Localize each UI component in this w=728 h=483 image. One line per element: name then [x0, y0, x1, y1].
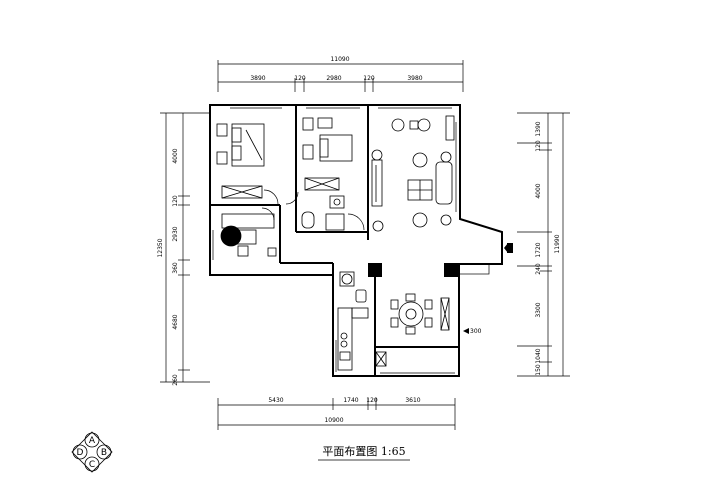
abcd-seal-logo: A B C D: [71, 431, 113, 473]
wardrobe: [221, 185, 263, 199]
desk: [302, 117, 314, 131]
shower: [325, 213, 345, 231]
bottom-dim-3: 120: [366, 397, 378, 404]
toilet: [301, 211, 315, 229]
armchair: [391, 118, 405, 132]
wardrobe-2: [304, 177, 340, 191]
drawing-title: 平面布置图 1:65: [322, 445, 405, 458]
right-dim-5: 240: [535, 263, 542, 275]
left-dim-4: 360: [172, 262, 179, 274]
left-dim-3: 2930: [172, 226, 179, 241]
right-dim-3: 4000: [535, 183, 542, 198]
master-bedroom: [216, 123, 279, 205]
left-dim-5: 4680: [172, 314, 179, 329]
right-dim-2: 120: [535, 140, 542, 152]
right-dimension-chain: [517, 112, 570, 377]
second-bedroom: [285, 117, 353, 205]
double-bed: [231, 123, 265, 167]
top-dimension-chain: [217, 60, 464, 92]
plant: [371, 149, 383, 161]
nightstand: [216, 123, 228, 137]
bathroom: [301, 195, 384, 232]
bottom-dim-2: 1740: [343, 397, 358, 404]
washbasin: [329, 195, 345, 209]
right-dim-6: 3300: [535, 302, 542, 317]
top-dim-4: 120: [363, 75, 375, 82]
bottom-dim-1: 5430: [268, 397, 283, 404]
sideboard: [440, 297, 450, 331]
bottom-dimension-chain: [217, 398, 456, 430]
elevation-label: 300: [470, 328, 482, 335]
right-dim-1: 1390: [535, 121, 542, 136]
svg-text:C: C: [89, 460, 95, 470]
top-dim-3: 2980: [326, 75, 341, 82]
right-total-dimension: 11990: [554, 234, 561, 253]
living-room: [371, 115, 455, 228]
sofa: [435, 161, 453, 205]
dining-area: [339, 271, 450, 335]
svg-text:A: A: [89, 436, 96, 446]
right-dim-8: 150: [535, 364, 542, 376]
windows: [212, 107, 457, 374]
round-table: [220, 225, 242, 247]
left-dim-6: 260: [172, 374, 179, 386]
left-dim-2: 120: [172, 195, 179, 207]
svg-text:B: B: [101, 448, 107, 458]
right-dim-4: 1720: [535, 242, 542, 257]
exterior-walls: [209, 104, 503, 377]
left-dim-1: 4000: [172, 148, 179, 163]
elevation-marker: [463, 328, 469, 334]
left-total-dimension: 12350: [157, 238, 164, 257]
kitchen-counter: [337, 307, 353, 371]
bookshelf: [221, 213, 275, 229]
top-dim-1: 3890: [250, 75, 265, 82]
kitchen: [337, 307, 387, 371]
chair: [237, 245, 249, 257]
study-room: [220, 207, 277, 257]
bottom-dim-4: 3610: [405, 397, 420, 404]
top-dim-5: 3980: [407, 75, 422, 82]
dining-table: [398, 301, 424, 327]
top-dim-2: 120: [294, 75, 306, 82]
structural-columns: [368, 263, 490, 277]
left-dimension-chain: [160, 112, 210, 383]
entrance-arrow-icon: [504, 243, 513, 253]
tv-cabinet: [371, 159, 383, 207]
right-dim-7: 1040: [535, 348, 542, 363]
top-total-dimension: 11090: [330, 56, 349, 63]
bottom-total-dimension: 10900: [324, 417, 343, 424]
svg-text:D: D: [77, 448, 84, 458]
